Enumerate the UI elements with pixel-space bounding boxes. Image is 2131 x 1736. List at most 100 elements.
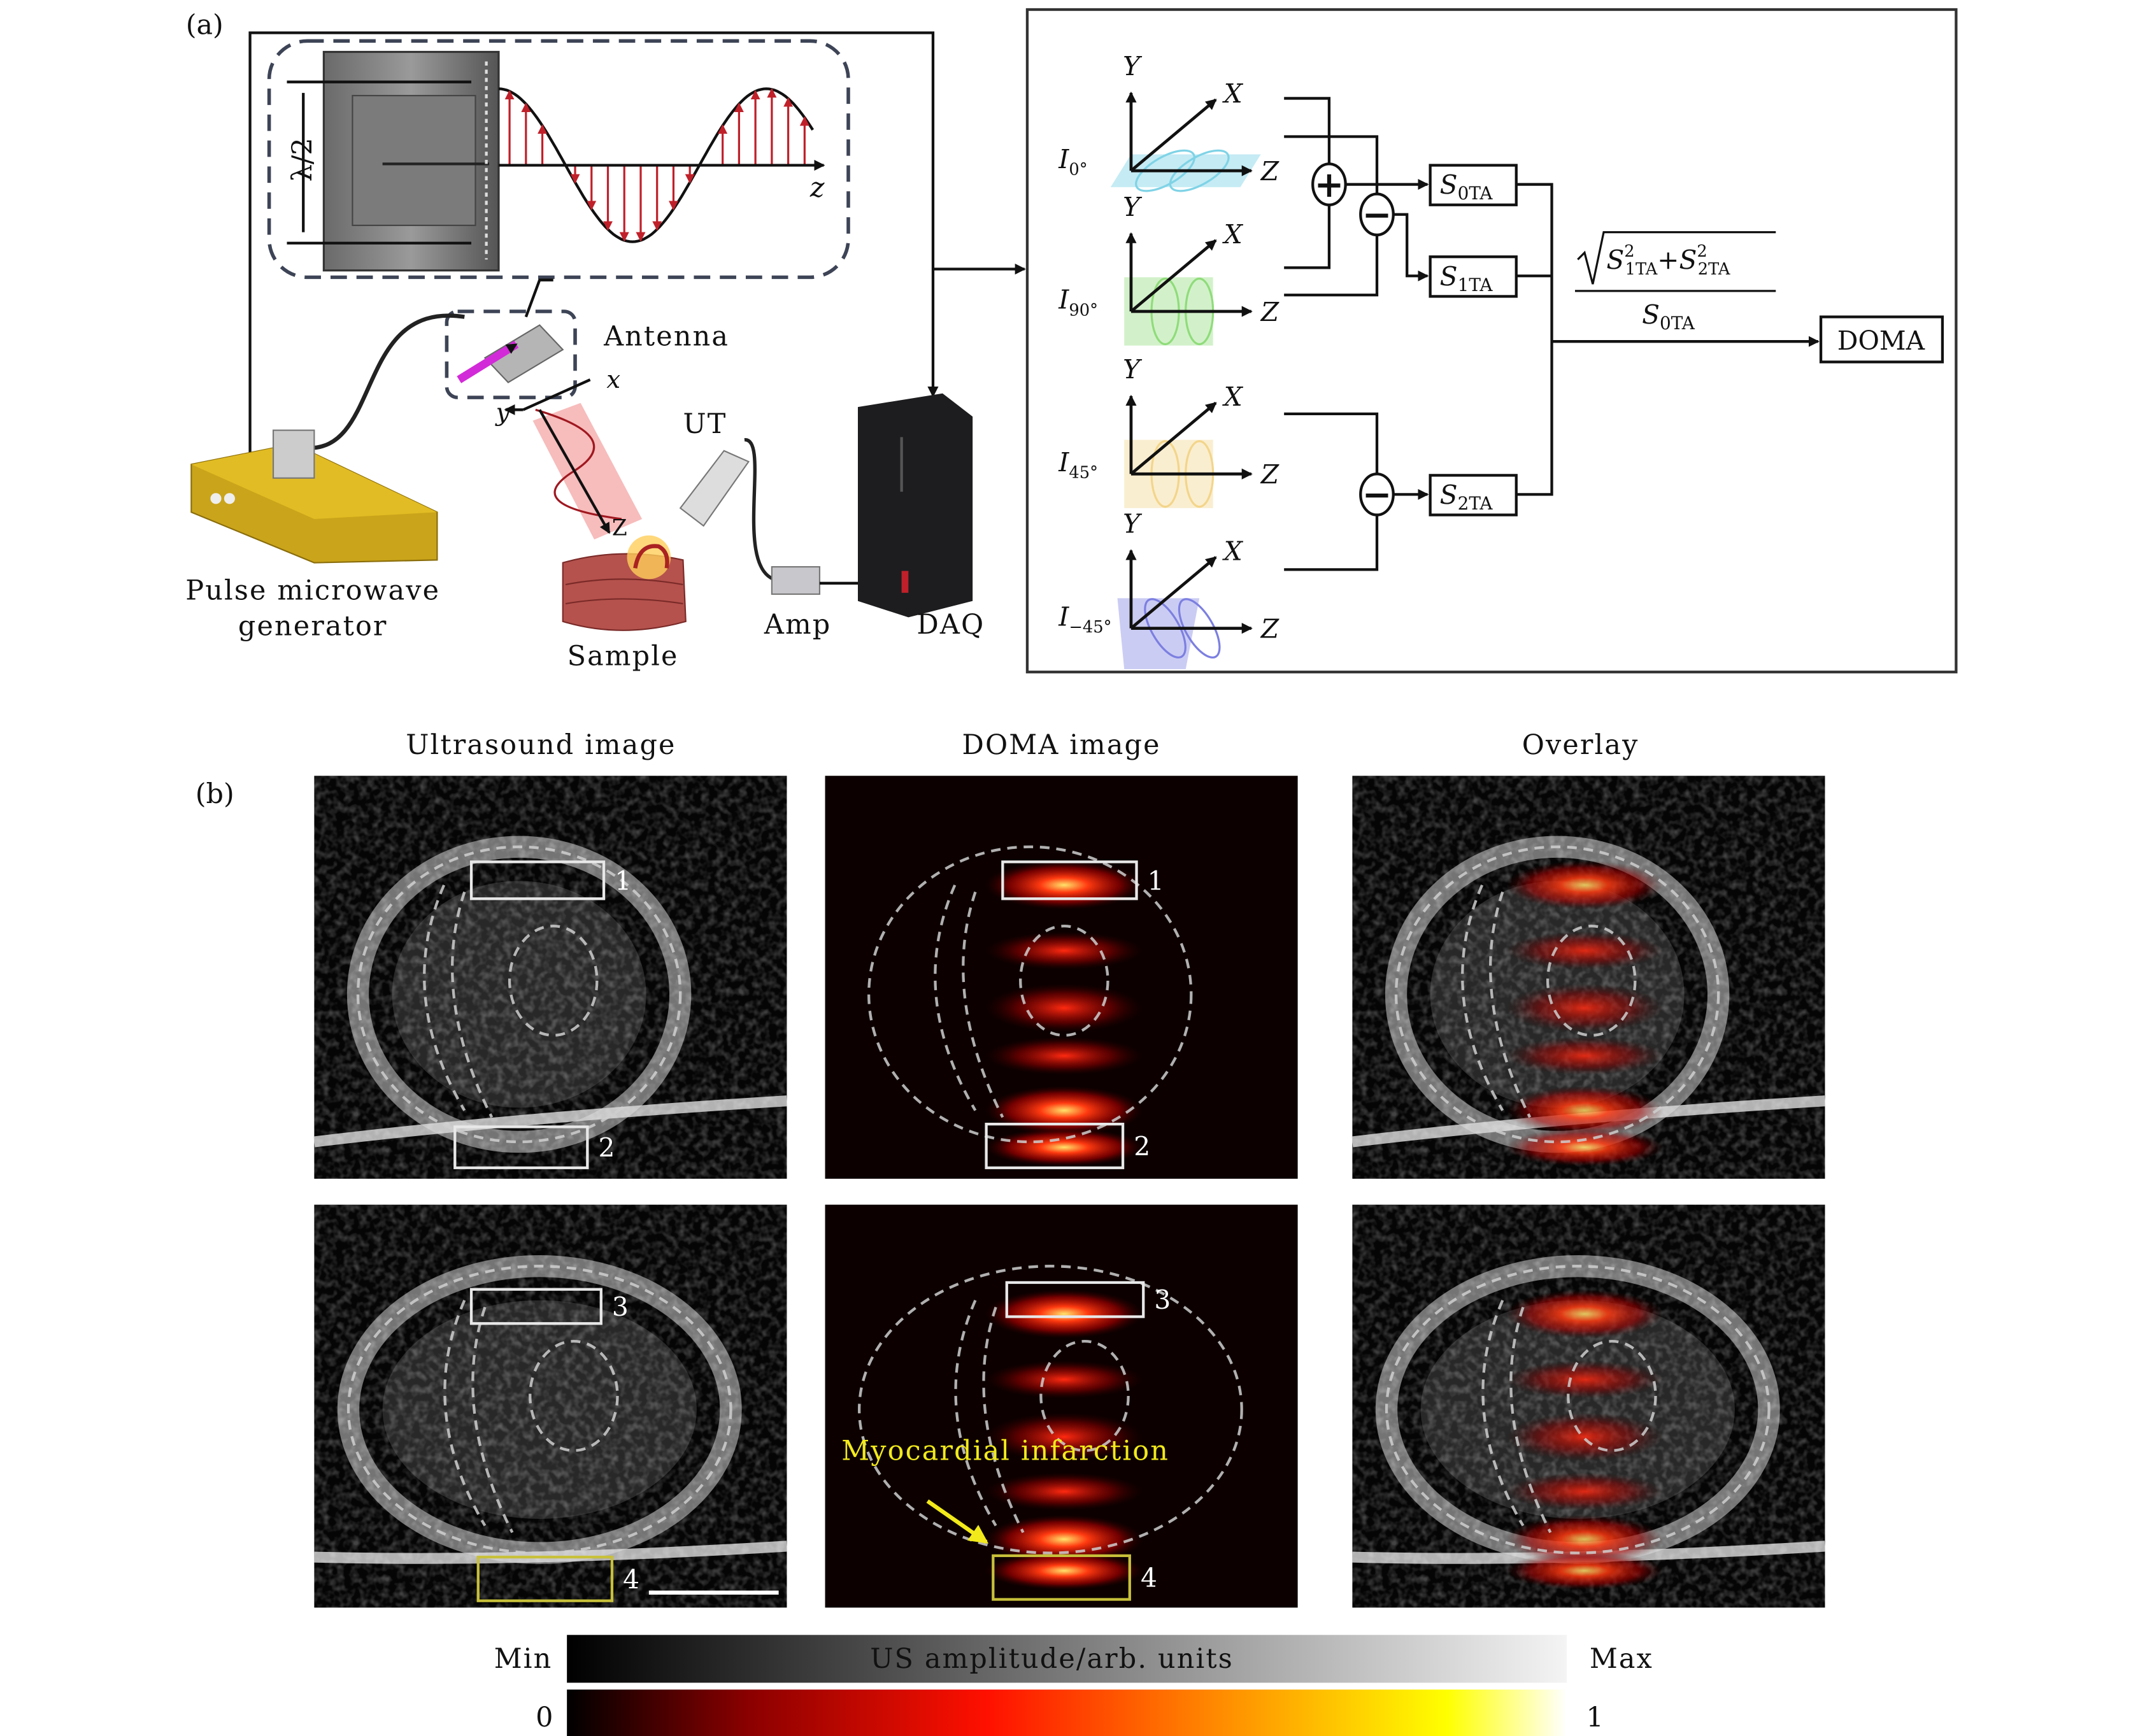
wire-i0-b <box>1284 135 1379 198</box>
axis-label: Z <box>1260 614 1279 644</box>
roi-number: 1 <box>615 865 631 896</box>
septum-outline <box>982 1306 1025 1533</box>
antenna-y-label: y <box>495 399 511 427</box>
absorption-hotspot <box>1505 1472 1664 1511</box>
sample-label: Sample <box>567 641 679 672</box>
antenna-icon <box>457 324 564 383</box>
absorption-hotspot <box>1505 1128 1664 1167</box>
absorption-hotspot <box>985 1128 1144 1167</box>
roi-box-2 <box>453 1125 589 1169</box>
absorption-hotspot <box>1505 931 1664 970</box>
panel-a-label: (a) <box>186 10 224 41</box>
axis-label: Z <box>1260 156 1279 187</box>
lumen-outline <box>1546 925 1637 1037</box>
us-colorbar-min: Min <box>494 1643 553 1675</box>
roi-box-4 <box>992 1554 1131 1601</box>
antenna-label: Antenna <box>603 321 729 353</box>
wire-i90-a <box>1284 201 1331 269</box>
doma-image-row1: 12 <box>825 776 1298 1179</box>
absorption-hotspot <box>985 1514 1144 1564</box>
daq-computer-icon <box>857 393 973 618</box>
doma-output-box: DOMA <box>1819 315 1944 364</box>
x-axis <box>1130 98 1217 172</box>
lumen-outline <box>508 925 599 1037</box>
ultrasound-image-row2: 34 <box>314 1204 787 1608</box>
epicardium-outline <box>857 1265 1243 1555</box>
lumen-outline <box>1567 1340 1657 1452</box>
us-colorbar <box>567 1635 1567 1683</box>
amplifier-icon <box>771 566 821 595</box>
roi-number: 4 <box>623 1564 639 1595</box>
microwave-generator-icon <box>190 429 438 564</box>
infarction-annotation: Myocardial infarction <box>841 1435 1169 1467</box>
roi-number: 2 <box>598 1133 615 1163</box>
doma-colorbar-max: 1 <box>1586 1702 1604 1733</box>
axis-label: Y <box>1123 354 1143 385</box>
absorption-hotspot <box>1505 1036 1664 1075</box>
wire-i0-a <box>1284 97 1331 168</box>
absorption-hotspot <box>1505 983 1664 1033</box>
roi-box-1 <box>469 860 606 900</box>
epicardium-outline <box>1385 1265 1771 1555</box>
axis-label: X <box>1222 219 1244 250</box>
epicardium-outline <box>1394 845 1720 1144</box>
absorption-hotspot <box>985 1412 1144 1462</box>
imaging-results: (b) Ultrasound image DOMA image Overlay … <box>196 729 1826 1608</box>
axis-label: Y <box>1123 51 1143 82</box>
infarction-arrow <box>926 1499 989 1544</box>
sample-tissue-icon <box>562 535 687 631</box>
tissue-speckle <box>1352 1204 1826 1608</box>
septum-outline <box>1489 891 1532 1118</box>
roi-box-2 <box>985 1122 1125 1169</box>
absorption-hotspot <box>1505 1551 1664 1590</box>
column-title-overlay: Overlay <box>1522 729 1639 761</box>
axis-label: Y <box>1123 192 1143 222</box>
antenna-x-label: x <box>606 366 620 394</box>
svg-text:+: + <box>1315 164 1344 206</box>
difference-node-2: − <box>1359 473 1395 516</box>
overlay-image-row2 <box>1352 1204 1826 1608</box>
us-colorbar-max: Max <box>1590 1643 1653 1675</box>
absorption-hotspot <box>1505 1086 1664 1135</box>
combine-wires <box>1516 183 1553 496</box>
microwave-beam <box>532 402 643 540</box>
septum-outline <box>1509 1306 1552 1533</box>
waveguide-icon <box>322 50 500 272</box>
us-colorbar-title: US amplitude/arb. units <box>870 1643 1234 1675</box>
antenna-axes <box>506 378 591 409</box>
antenna-inset-frame <box>445 309 577 399</box>
absorption-hotspot <box>985 1036 1144 1075</box>
generator-label-2: generator <box>238 610 388 642</box>
input-label: I90° <box>1058 285 1098 320</box>
lumen-outline <box>1039 1340 1130 1452</box>
roi-box-4 <box>476 1555 614 1602</box>
setup-schematic: (a) λ/2 z Antenna x y Z <box>185 10 1026 672</box>
column-title-doma: DOMA image <box>962 729 1160 761</box>
ultrasound-image-row1: 12 <box>313 776 787 1179</box>
lambda-label: λ/2 <box>287 138 318 181</box>
half-wave-marker <box>287 80 472 245</box>
stokes-s1-box: S1TA <box>1429 255 1518 298</box>
input-label: I−45° <box>1058 601 1111 637</box>
tissue-speckle <box>313 776 787 1179</box>
inset-pointer <box>524 278 553 318</box>
absorption-hotspot <box>985 1086 1144 1135</box>
panel-b-label: (b) <box>196 778 234 810</box>
epicardium-outline <box>867 845 1193 1144</box>
x-axis <box>1130 401 1217 476</box>
svg-text:S0TA: S0TA <box>1440 170 1493 204</box>
colorbars: US amplitude/arb. units Min Max 0 1 <box>494 1635 1653 1736</box>
svg-text:−: − <box>1362 194 1392 236</box>
doma-colorbar <box>567 1690 1567 1736</box>
tissue-speckle <box>314 1204 787 1608</box>
roi-number: 3 <box>1154 1285 1171 1316</box>
epicardium-outline <box>356 845 682 1144</box>
x-axis <box>1130 239 1217 313</box>
lumen-outline <box>529 1340 619 1452</box>
wire-i90-b <box>1284 232 1379 297</box>
